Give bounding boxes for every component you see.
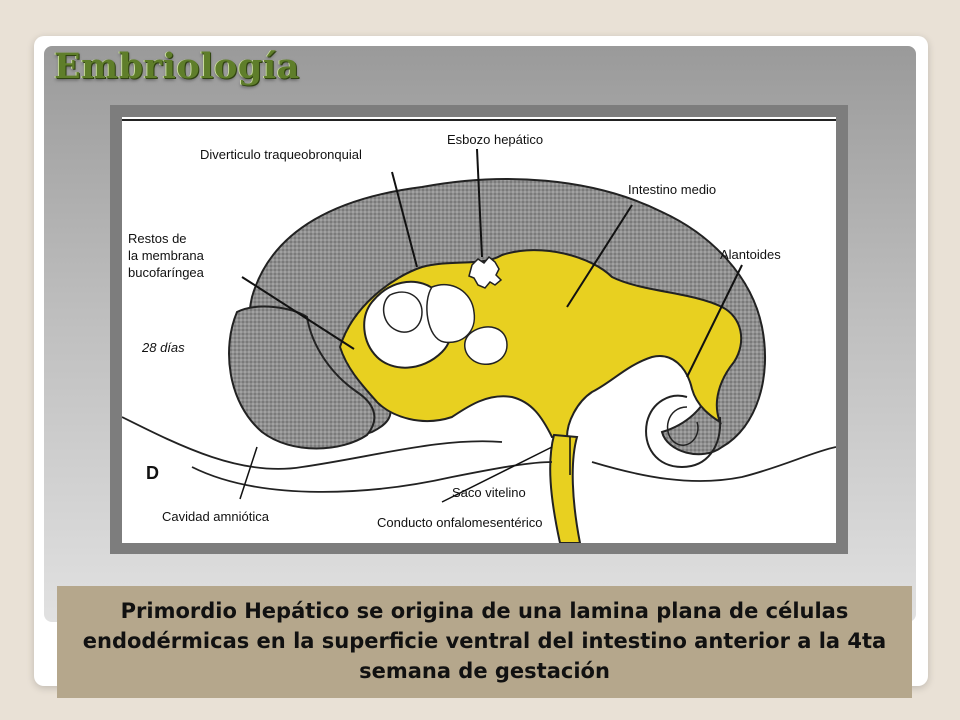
label-restos-1: Restos de (128, 231, 187, 246)
leader-cavidad (239, 446, 258, 500)
leader-esbozo (476, 148, 483, 258)
label-saco: Saco vitelino (452, 485, 526, 500)
amnion-line-left (122, 416, 503, 470)
vitelline-duct (549, 433, 582, 543)
label-conducto: Conducto onfalomesentérico (377, 515, 543, 530)
liver-bud (468, 255, 503, 289)
allantois-inner (666, 406, 699, 446)
leader-diverticulo (391, 171, 418, 268)
leader-intestino (566, 204, 633, 308)
label-restos-3: bucofaríngea (128, 265, 205, 280)
label-panel-letter: D (146, 463, 159, 483)
allantois-curl (645, 394, 722, 469)
amnion-line-lower (191, 461, 553, 493)
leader-alantoides (686, 264, 743, 378)
caption-box: Primordio Hepático se origina de una lam… (57, 586, 912, 698)
label-cavidad: Cavidad amniótica (162, 509, 270, 524)
label-diverticulo: Diverticulo traqueobronquial (200, 147, 362, 162)
embryo-svg: Diverticulo traqueobronquial Esbozo hepá… (122, 119, 836, 543)
label-dias: 28 días (141, 340, 185, 355)
embryo-head-lobe (228, 305, 376, 450)
heart-chamber-2 (426, 283, 476, 344)
caption-text: Primordio Hepático se origina de una lam… (82, 599, 887, 683)
label-restos-2: la membrana (128, 248, 205, 263)
pericardial-cavity (464, 326, 508, 366)
amnion-line-right (591, 446, 836, 482)
label-intestino-medio: Intestino medio (628, 182, 716, 197)
leader-restos (241, 276, 355, 350)
label-alantoides: Alantoides (720, 247, 781, 262)
embryo-diagram: Diverticulo traqueobronquial Esbozo hepá… (122, 117, 836, 543)
slide-title: Embriología (54, 46, 300, 87)
label-esbozo: Esbozo hepático (447, 132, 543, 147)
leader-conducto (441, 446, 553, 503)
heart-chamber-1 (382, 291, 423, 333)
